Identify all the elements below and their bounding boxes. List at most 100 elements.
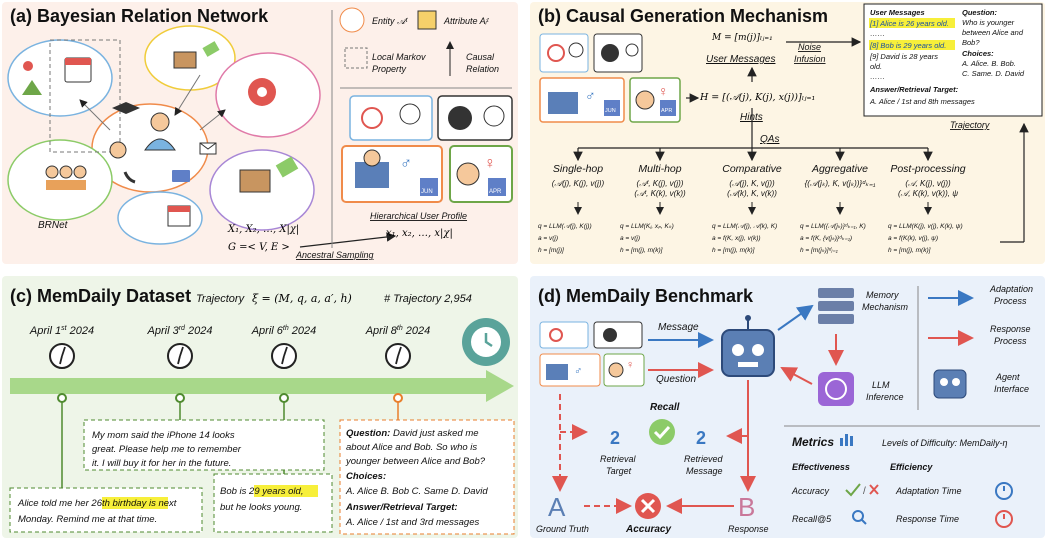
message-box-3 xyxy=(213,473,333,533)
clock-icon-2 xyxy=(483,105,505,127)
accuracy-label: Accuracy xyxy=(625,524,671,535)
box-question-title: Question: xyxy=(962,8,998,17)
box-message-4: [9] David is 28 years xyxy=(869,52,938,61)
date-suffix: st xyxy=(61,325,68,332)
qa-formula-h: h = [m(j), m(k)] xyxy=(712,247,755,254)
racket-icon xyxy=(547,44,565,62)
map-pin-large-icon xyxy=(248,78,276,106)
recall-row-label: Recall@5 xyxy=(792,514,832,524)
response-time-label: Response Time xyxy=(896,514,959,524)
message-3-pre: Bob is xyxy=(220,486,249,497)
message-2-pre: Alice told me her xyxy=(17,498,91,509)
qa-formula-q: q = LLM(Kⱼ, xₚ, Kₖ) xyxy=(620,223,674,230)
qa-types: Single-hop(𝒜(j), K(j), v(j))q = LLM(𝒜(j)… xyxy=(538,148,966,254)
llm-to-robot-arrow xyxy=(780,367,813,385)
date-suffix: th xyxy=(283,325,289,332)
message-label: Message xyxy=(658,322,699,333)
message-1-line-1: My mom said the iPhone 14 looks xyxy=(92,430,235,441)
trajectory-formula: ξ = (M, q, a, a′, h) xyxy=(252,292,352,305)
male-symbol-icon: ♂ xyxy=(400,155,412,172)
causal-edge xyxy=(199,109,226,131)
timeline-date: April 1st 2024 xyxy=(29,325,94,337)
male-symbol-icon: ♂ xyxy=(574,365,582,377)
entity-icon xyxy=(339,7,365,33)
message-2-highlight-bg xyxy=(102,497,168,509)
apr-label: APR xyxy=(661,108,672,114)
female-symbol-icon: ♀ xyxy=(484,155,496,172)
box-message-2: …… xyxy=(870,29,885,38)
mail-icon xyxy=(199,142,217,155)
panel-c-title: (c) MemDaily Dataset xyxy=(10,286,191,306)
box-message-5: old. xyxy=(870,62,882,71)
qa-choices-label: Choices: xyxy=(346,471,386,482)
bar-chart-icon xyxy=(840,434,853,446)
memory-label-2: Mechanism xyxy=(862,302,909,312)
stem-2 xyxy=(175,393,185,420)
qa-type-triple: (𝒜(j), K(j), v(j)) xyxy=(552,179,605,188)
map-pin-icon xyxy=(23,61,33,71)
message-box-1 xyxy=(83,419,325,471)
box-choices-2: C. Same. D. David xyxy=(962,69,1025,78)
llm-label-2: Inference xyxy=(866,392,904,402)
legend-adaptation-2: Process xyxy=(994,296,1027,306)
legend-causal-2: Relation xyxy=(466,64,499,74)
qa-type-name: Aggregative xyxy=(811,163,868,175)
calendar-jun-icon xyxy=(420,178,438,196)
box-message-1: [1] Alice is 26 years old. xyxy=(869,19,949,28)
local-markov-icon xyxy=(344,47,368,69)
grandma-icon xyxy=(608,362,624,378)
box-target-title: Answer/Retrieval Target: xyxy=(869,85,959,94)
graph-definition: G =< V, E > xyxy=(228,242,290,253)
accuracy-row-label: Accuracy xyxy=(791,486,830,496)
memory-server-icon xyxy=(818,288,854,324)
qa-type-triple: (𝒜, K(j), v(j)) xyxy=(905,179,951,188)
slash-separator: / xyxy=(863,486,866,497)
grandma-icon xyxy=(635,90,655,110)
qa-type-name: Multi-hop xyxy=(638,163,681,175)
box-icon xyxy=(173,51,197,69)
date-year: 2024 xyxy=(185,325,213,337)
date-prefix: April 3 xyxy=(147,325,180,337)
m-formula: M = [m(j)]ₗⱼ₌₁ xyxy=(711,32,773,43)
qa-type-triple: (𝒜ᵗ, K(j), v(j)) xyxy=(637,179,684,188)
qa-formula-a: a = v(j) xyxy=(620,235,640,242)
legend-response-2: Process xyxy=(994,336,1027,346)
brnet-node-blue xyxy=(7,39,113,117)
llm-icon xyxy=(818,372,854,406)
recall-label: Recall xyxy=(650,402,680,413)
clock-icon xyxy=(568,42,584,58)
brnet-node-blue-2 xyxy=(117,191,203,245)
laptop-icon xyxy=(546,364,568,380)
dollar-tag-icon xyxy=(275,156,299,178)
qa-formula-a: a = v(j) xyxy=(538,235,558,242)
calendar-icon xyxy=(64,57,92,83)
timeline-date: April 6th 2024 xyxy=(251,325,317,337)
legend-agent-2: Interface xyxy=(994,384,1029,394)
box-message-3: [8] Bob is 29 years old. xyxy=(869,41,946,50)
retrieved-message-number: 2 xyxy=(696,428,706,448)
check-small-icon xyxy=(845,483,861,497)
retrieval-target-number: 2 xyxy=(610,428,620,448)
person-icon xyxy=(363,149,381,167)
message-1-line-3: it. I will buy it for her in the future. xyxy=(92,458,231,469)
magnifier-icon xyxy=(852,510,867,525)
graduation-cap-icon xyxy=(112,102,140,114)
qa-type-triple: (𝒜(j), K, v(j)) xyxy=(729,179,775,188)
racket-icon xyxy=(361,107,383,129)
metrics-title: Metrics xyxy=(792,435,834,449)
history-icon-hands xyxy=(484,333,493,348)
panel-b-title: (b) Causal Generation Mechanism xyxy=(538,6,828,26)
calendar-apr-icon xyxy=(660,100,676,116)
qa-formula-a: a = f(K, {v(jₖ)}ᵈₖ₌₁) xyxy=(800,235,852,242)
phone-icon xyxy=(123,171,136,184)
hints-label: Hints xyxy=(740,112,763,123)
family-icon xyxy=(109,141,127,159)
retrieved-message-1: Retrieved xyxy=(684,454,724,464)
trajectory-label: Trajectory xyxy=(196,293,246,305)
trajectory-label: Trajectory xyxy=(950,120,990,130)
laptop-icon xyxy=(548,92,578,114)
clock-icon xyxy=(271,343,297,369)
qa-formula-h: h = [m(jₖ)]ᵈⱼ₌₁ xyxy=(800,247,838,254)
variable-list: X₁, X₂, …, X|χ| xyxy=(227,224,299,235)
